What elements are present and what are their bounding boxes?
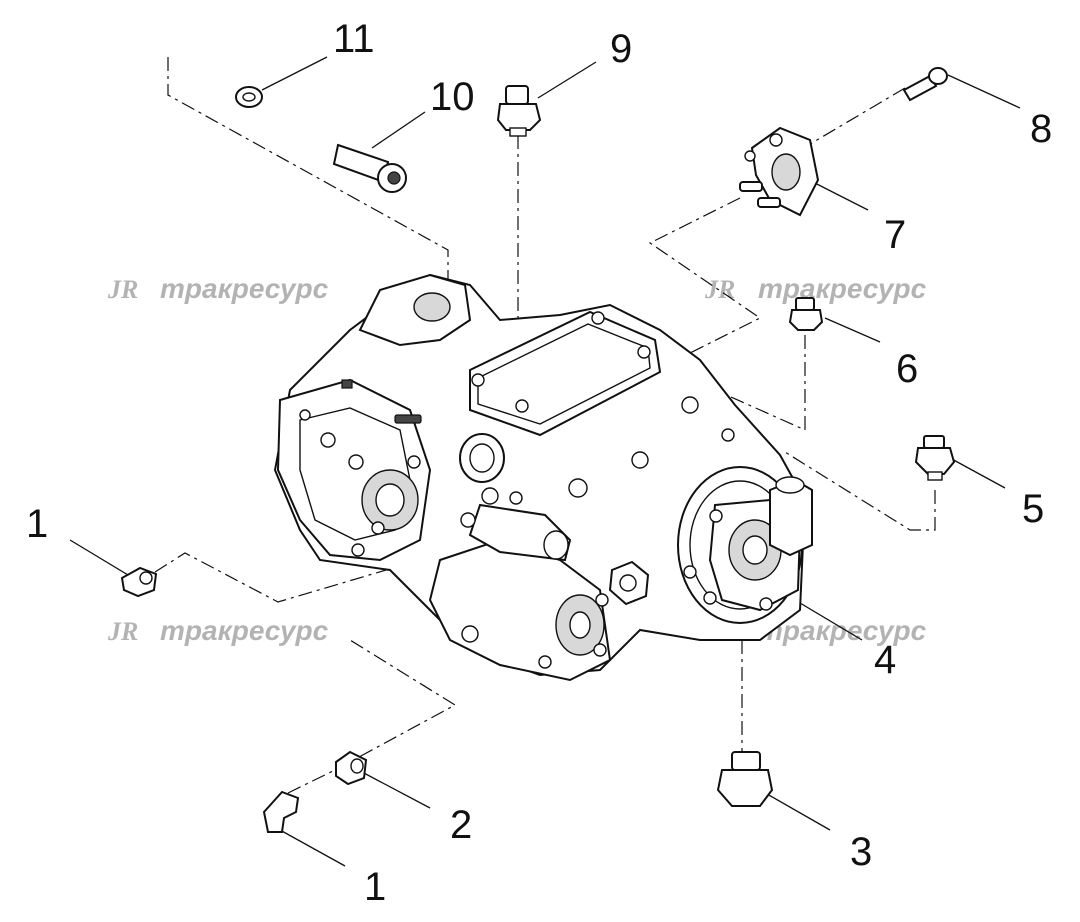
watermark-text: тракресурс bbox=[758, 273, 927, 304]
fitting-6-part bbox=[788, 297, 824, 331]
fitting-5-part bbox=[914, 435, 956, 481]
watermark-top-right: JR тракресурс bbox=[704, 273, 927, 304]
watermark-logo: JR bbox=[107, 275, 138, 304]
fitting-1-part bbox=[120, 566, 158, 598]
callout-10: 10 bbox=[430, 75, 475, 119]
flange-7-part bbox=[739, 126, 820, 217]
callout-7: 7 bbox=[884, 213, 906, 257]
callout-9: 9 bbox=[610, 27, 632, 71]
callout-labels: 11 10 9 8 7 6 5 4 3 2 1 1 bbox=[26, 17, 1052, 909]
callout-5: 5 bbox=[1022, 487, 1044, 531]
watermark-text: тракресурс bbox=[160, 273, 329, 304]
watermark-top-left: JR тракресурс bbox=[107, 273, 329, 304]
bolt-8-part bbox=[902, 67, 948, 102]
callout-1-left: 1 bbox=[26, 502, 48, 546]
watermark-text: тракресурс bbox=[160, 615, 329, 646]
socket-bolt-part bbox=[332, 143, 407, 193]
elbow-1-part bbox=[262, 790, 300, 833]
callout-4: 4 bbox=[874, 638, 896, 682]
pump-assembly bbox=[273, 273, 813, 682]
callout-11: 11 bbox=[333, 17, 375, 61]
watermark-logo: JR bbox=[704, 275, 735, 304]
fitting-9-part bbox=[496, 85, 542, 137]
callout-8: 8 bbox=[1030, 107, 1052, 151]
callout-2: 2 bbox=[450, 803, 472, 847]
callout-1-bottom: 1 bbox=[364, 865, 386, 909]
watermark-logo: JR bbox=[107, 617, 138, 646]
callout-3: 3 bbox=[850, 830, 872, 874]
leader-lines bbox=[69, 56, 1021, 867]
fitting-2-part bbox=[335, 750, 368, 786]
callout-6: 6 bbox=[896, 347, 918, 391]
fitting-3-part bbox=[716, 751, 774, 807]
washer-part bbox=[235, 86, 263, 108]
watermark-bottom-left: JR тракресурс bbox=[107, 615, 329, 646]
